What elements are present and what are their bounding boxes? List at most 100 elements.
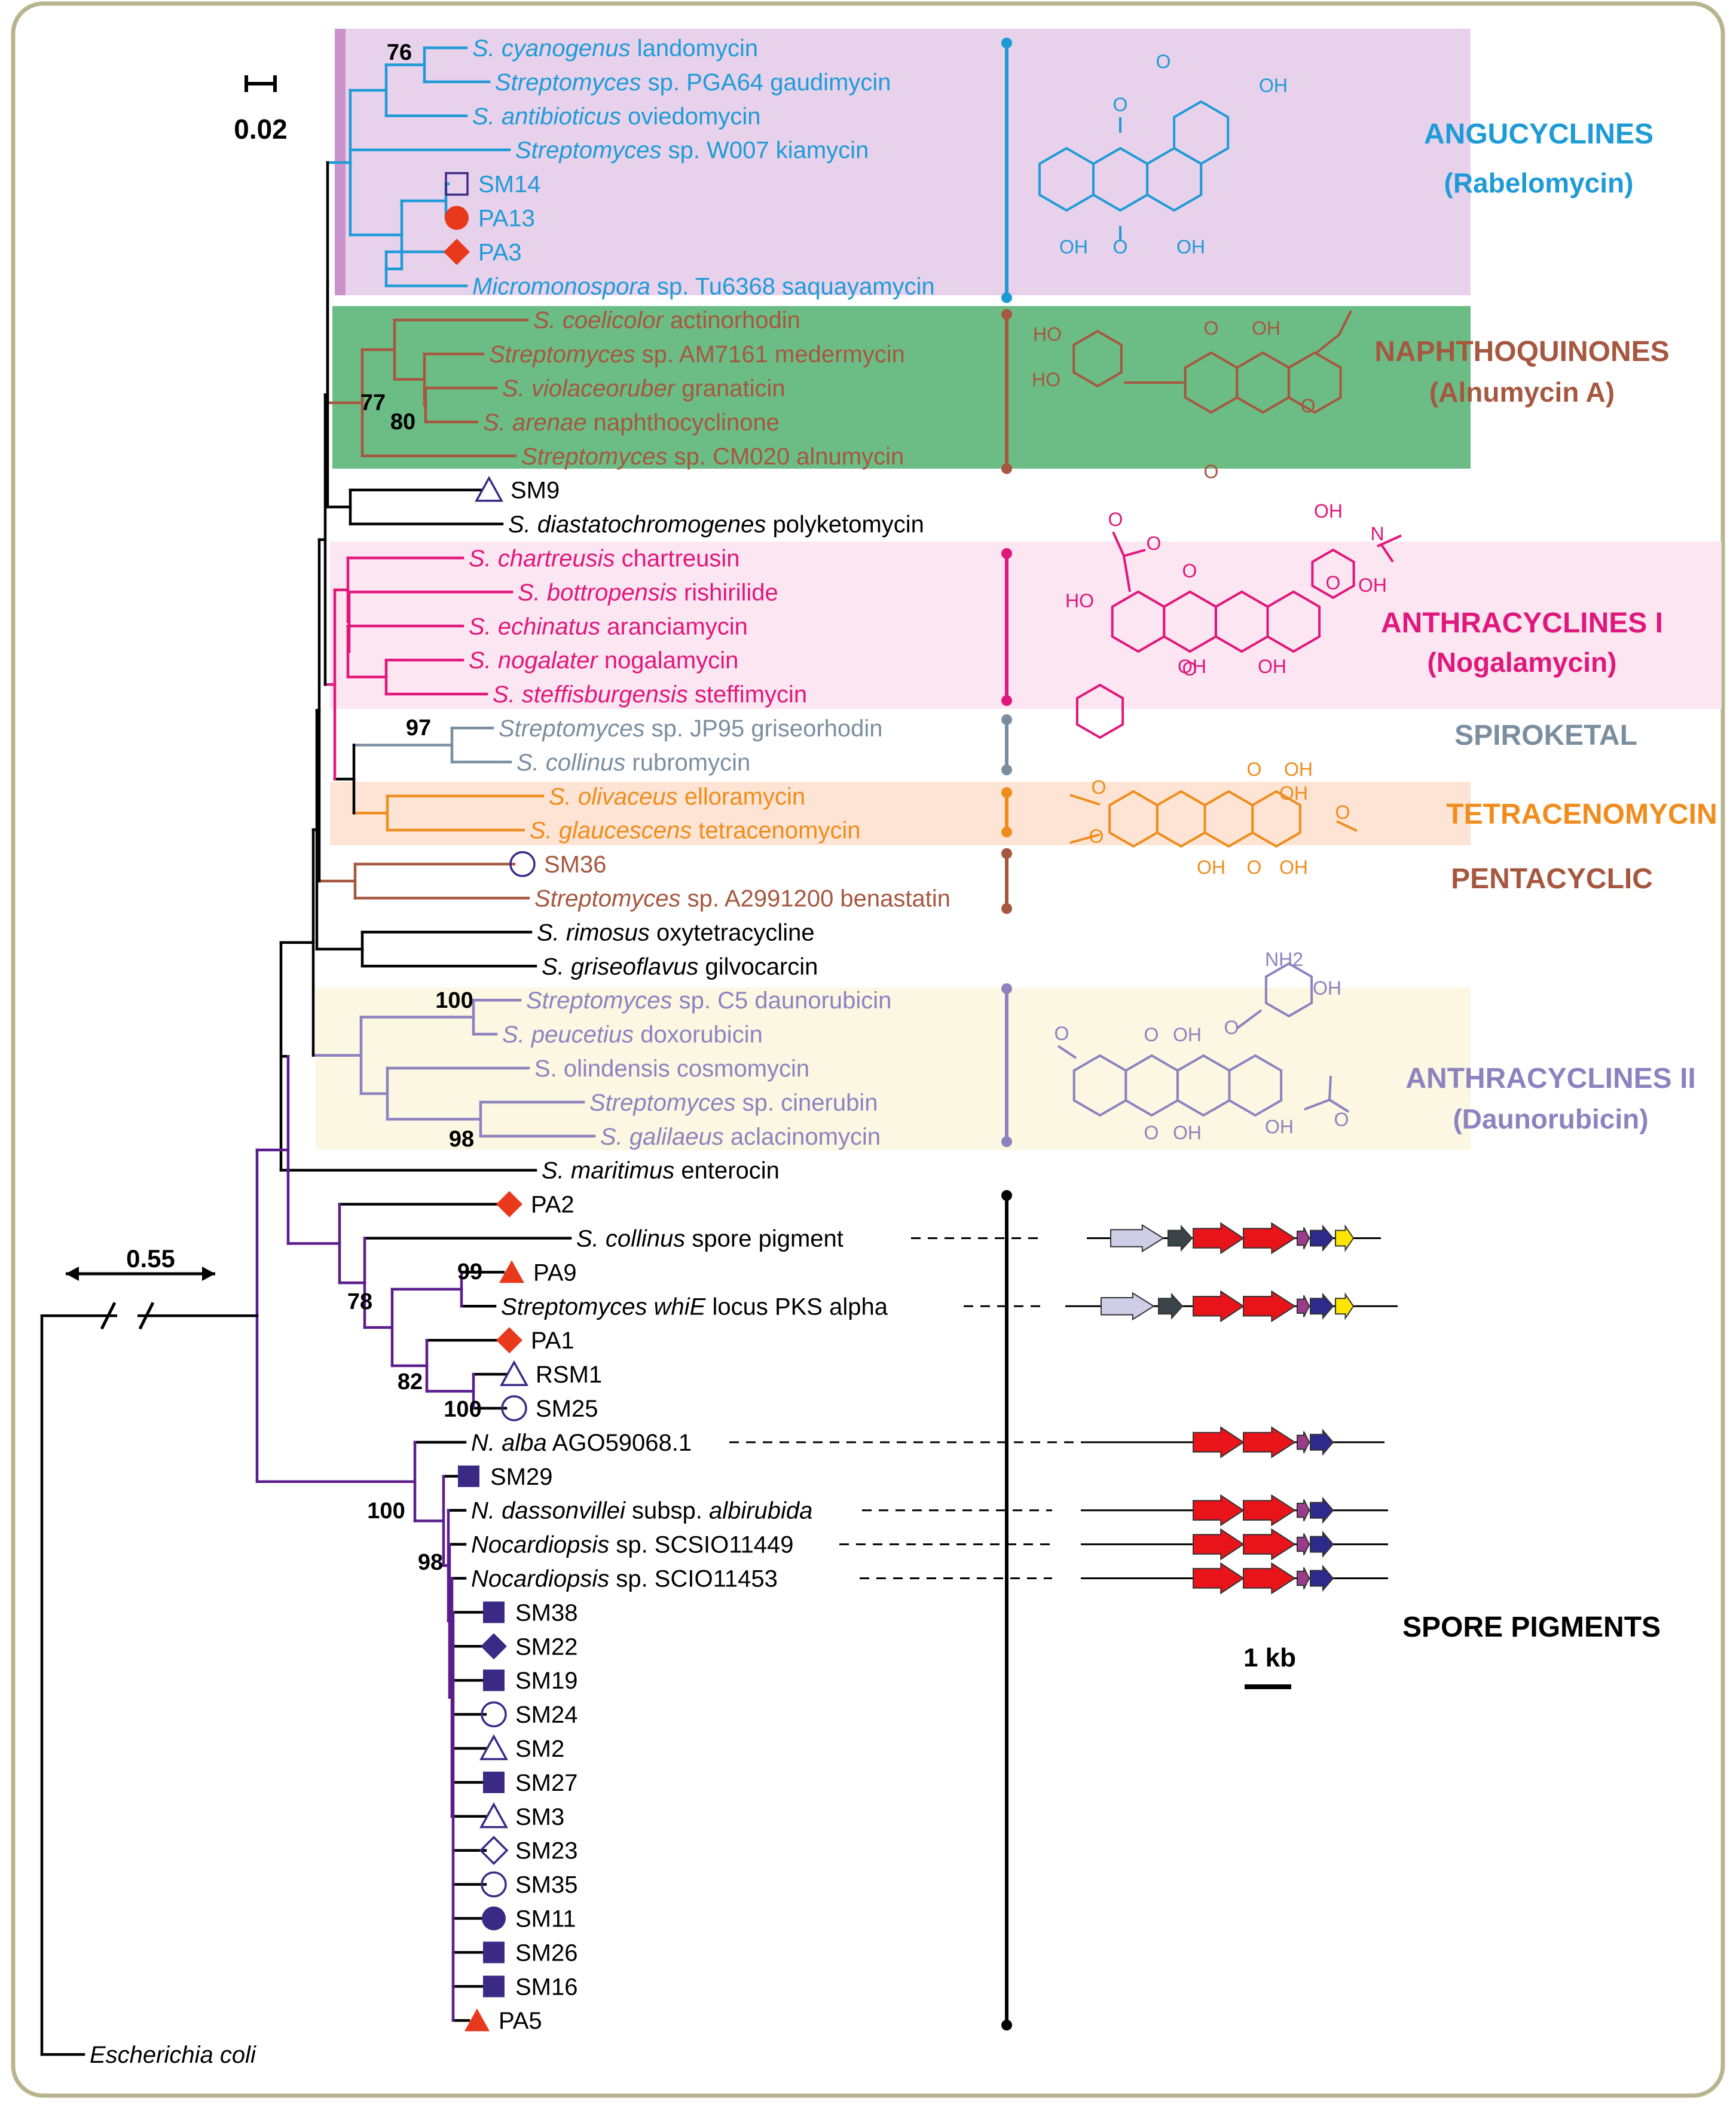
bracket-angucyclines-bottom-dot [1001, 292, 1012, 303]
bracket-anthracyclines-ii-top-dot [1001, 983, 1012, 994]
chem-atom-label: O [1113, 94, 1128, 115]
gene-arrow-dark [1167, 1224, 1193, 1252]
taxon-rest: sp. PGA64 gaudimycin [641, 69, 891, 96]
clade-titles: ANGUCYCLINES(Rabelomycin)NAPHTHOQUINONES… [1374, 118, 1717, 1643]
gene-arrow-yellow [1335, 1292, 1355, 1320]
break-scale-0-55: 0.55 [66, 1244, 215, 1281]
chem-atom-label: O [1326, 572, 1341, 594]
taxon-genus: Streptomyces [515, 137, 662, 164]
bootstrap-value: 100 [367, 1499, 405, 1524]
chem-atom-label: O [1301, 395, 1316, 417]
taxon-rest: SM16 [515, 1974, 578, 2000]
taxon-label: S. rimosus oxytetracycline [537, 919, 815, 946]
chem-atom-label: HO [1065, 590, 1094, 611]
taxon-genus: S. violaceoruber [502, 375, 676, 402]
taxon-label: S. nogalater nogalamycin [469, 647, 738, 674]
gene-arrow-navy [1310, 1429, 1334, 1456]
diamond-purple-marker [481, 1633, 507, 1660]
taxon-rest: SM27 [515, 1770, 578, 1796]
taxon-label: SM19 [515, 1668, 578, 1694]
taxon-label: SM16 [515, 1974, 578, 2000]
chem-atom-label: OH [1313, 977, 1341, 999]
taxon-rest: sp. CM020 alnumycin [668, 444, 904, 470]
taxon-label: Escherichia coli [90, 2042, 256, 2068]
bracket-tetracenomycin-top-dot [1001, 787, 1012, 798]
taxon-label: PA1 [531, 1328, 574, 1354]
taxon-rest: rishirilide [677, 579, 778, 605]
chem-atom-label: OH [1173, 1122, 1202, 1143]
taxon-label: S. olindensis cosmomycin [534, 1056, 809, 1082]
bracket-naphthoquinones-top-dot [1001, 309, 1012, 320]
taxon-label: SM27 [515, 1770, 578, 1796]
taxon-genus: S. arenae [483, 409, 586, 436]
chem-atom-label: O [1182, 560, 1197, 582]
gene-arrow-magenta-acp [1297, 1533, 1310, 1556]
taxon-genus: S. olivaceus [549, 784, 678, 810]
taxon-label: SM35 [515, 1872, 578, 1898]
bracket-pentacyclic-top-dot [1001, 848, 1012, 859]
chem-atom-label: OH [1176, 236, 1205, 258]
band-angucyclines [335, 29, 1471, 295]
taxon-genus: S. echinatus [469, 613, 600, 640]
taxon-rest: PA9 [533, 1259, 577, 1286]
bootstrap-value: 82 [398, 1369, 423, 1394]
taxon-rest: sp. cinerubin [736, 1090, 878, 1116]
taxon-genus: S. diastatochromogenes [508, 512, 766, 538]
gene-arrow-magenta-acp [1297, 1227, 1310, 1249]
circle-open-marker [481, 1701, 507, 1727]
taxon-rest: sp. AM7161 medermycin [635, 341, 905, 368]
taxon-rest: SM26 [515, 1940, 578, 1966]
taxon-rest: subsp. [625, 1498, 709, 1524]
taxon-label: SM22 [515, 1634, 578, 1660]
taxon-subspecies: albirubida [709, 1498, 812, 1524]
taxon-label: SM24 [515, 1702, 578, 1728]
taxon-rest: granaticin [675, 375, 786, 402]
taxon-genus: Streptomyces [534, 886, 681, 912]
taxon-rest: sp. Tu6368 saquayamycin [650, 273, 935, 299]
tree-branches [40, 46, 596, 2056]
alnumycin-sugar-ring [1072, 329, 1123, 388]
gene-arrow-dark [1158, 1292, 1184, 1320]
taxon-rest: enterocin [674, 1158, 780, 1184]
bracket-anthracyclines-i-top-dot [1001, 548, 1012, 559]
daunosamine-ring [1264, 962, 1313, 1018]
chem-bond [1124, 310, 1352, 384]
taxon-label: PA3 [478, 239, 522, 265]
rabelomycin-ring [1173, 100, 1230, 166]
gene-arrow-red-ks-beta [1243, 1494, 1296, 1527]
bootstrap-value: 99 [457, 1259, 482, 1285]
taxon-genus: S. steffisburgensis [493, 681, 688, 708]
taxon-genus: Streptomyces [526, 987, 673, 1014]
taxon-label: Micromonospora sp. Tu6368 saquayamycin [472, 273, 935, 299]
taxon-genus: S. collinus [516, 750, 625, 776]
gene-arrow-navy [1310, 1224, 1334, 1252]
triangle-red-marker [464, 2008, 490, 2032]
taxon-genus: S. collinus [576, 1226, 685, 1252]
chem-atom-label: O [1092, 776, 1107, 798]
square-purple-marker [483, 1669, 505, 1692]
band-naphthoquinones [332, 306, 1471, 469]
taxon-label: Streptomyces sp. JP95 griseorhodin [499, 715, 883, 742]
clade-title-spiro: SPIROKETAL [1454, 720, 1637, 751]
clade-title-tetra: TETRACENOMYCIN [1446, 799, 1717, 830]
taxon-rest: PA3 [478, 239, 522, 265]
kb-scale-label: 1 kb [1243, 1643, 1296, 1672]
taxon-rest: RSM1 [536, 1362, 602, 1388]
chem-atom-label: OH [1314, 500, 1343, 522]
taxon-label: S. antibioticus oviedomycin [472, 103, 760, 130]
chem-atom-label: O [1335, 802, 1350, 823]
taxon-label: S. arenae naphthocyclinone [483, 409, 780, 436]
band-anthracyclines-i [330, 542, 1722, 709]
taxon-rest: SM3 [515, 1804, 564, 1830]
chem-atom-label: HO [1032, 369, 1060, 390]
taxon-genus: Nocardiopsis [471, 1566, 609, 1592]
taxon-label: RSM1 [536, 1362, 602, 1388]
chem-atom-label: OH [1173, 1024, 1202, 1045]
break-scale-label: 0.55 [126, 1244, 175, 1273]
bracket-anthracyclines-ii-bottom-dot [1001, 1136, 1012, 1147]
taxon-rest: aranciamycin [600, 613, 748, 640]
gene-arrow-red-ks-beta [1243, 1528, 1296, 1561]
taxon-rest: SM14 [478, 172, 541, 198]
chem-atom-label: HO [1033, 323, 1062, 345]
gene-arrow-magenta-acp [1297, 1567, 1310, 1589]
